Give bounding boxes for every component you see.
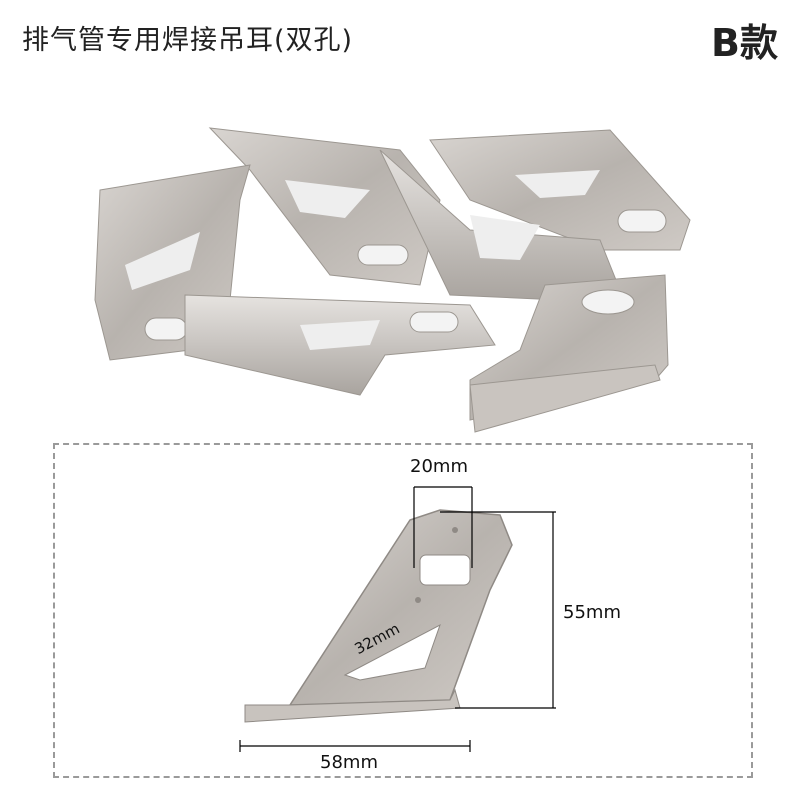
bracket-1 — [208, 127, 441, 286]
bracket-2 — [429, 129, 691, 251]
dimension-diagram-frame — [53, 443, 753, 778]
height-label: 55mm — [563, 602, 621, 623]
product-title: 排气管专用焊接吊耳(双孔) — [22, 25, 354, 56]
hole-width-label: 20mm — [410, 456, 468, 477]
product-photo — [94, 127, 691, 433]
variant-label: B款 — [711, 21, 778, 65]
base-width-label: 58mm — [320, 752, 378, 773]
bracket-6 — [469, 274, 669, 433]
bracket-5 — [184, 294, 496, 396]
